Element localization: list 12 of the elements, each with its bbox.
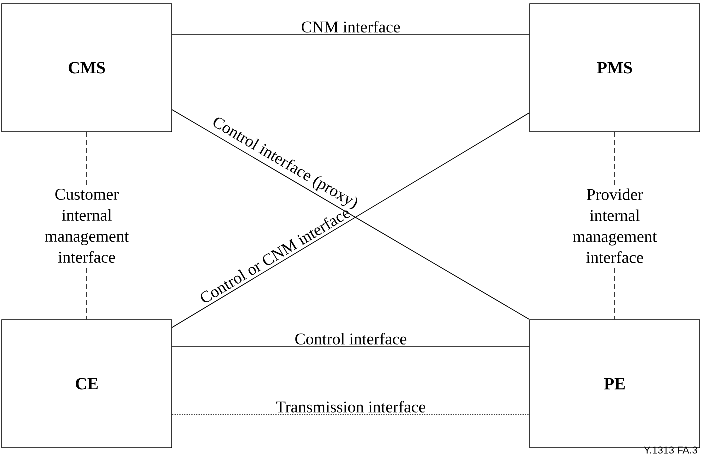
connector-line [172,346,530,348]
edge-label: Provider internal management interface [557,186,673,266]
component-box: CMS [2,4,172,132]
connector-line [172,34,530,36]
edge-label: Customer internal management interface [29,186,145,266]
connector-line [172,414,530,416]
edge-label: Transmission interface [276,401,426,413]
edge-label: CNM interface [302,21,400,33]
component-box: CE [2,320,172,448]
figure-id: Y.1313 FA.3 [644,446,698,454]
edge-label: Control interface [296,333,407,345]
component-box: PMS [530,4,700,132]
